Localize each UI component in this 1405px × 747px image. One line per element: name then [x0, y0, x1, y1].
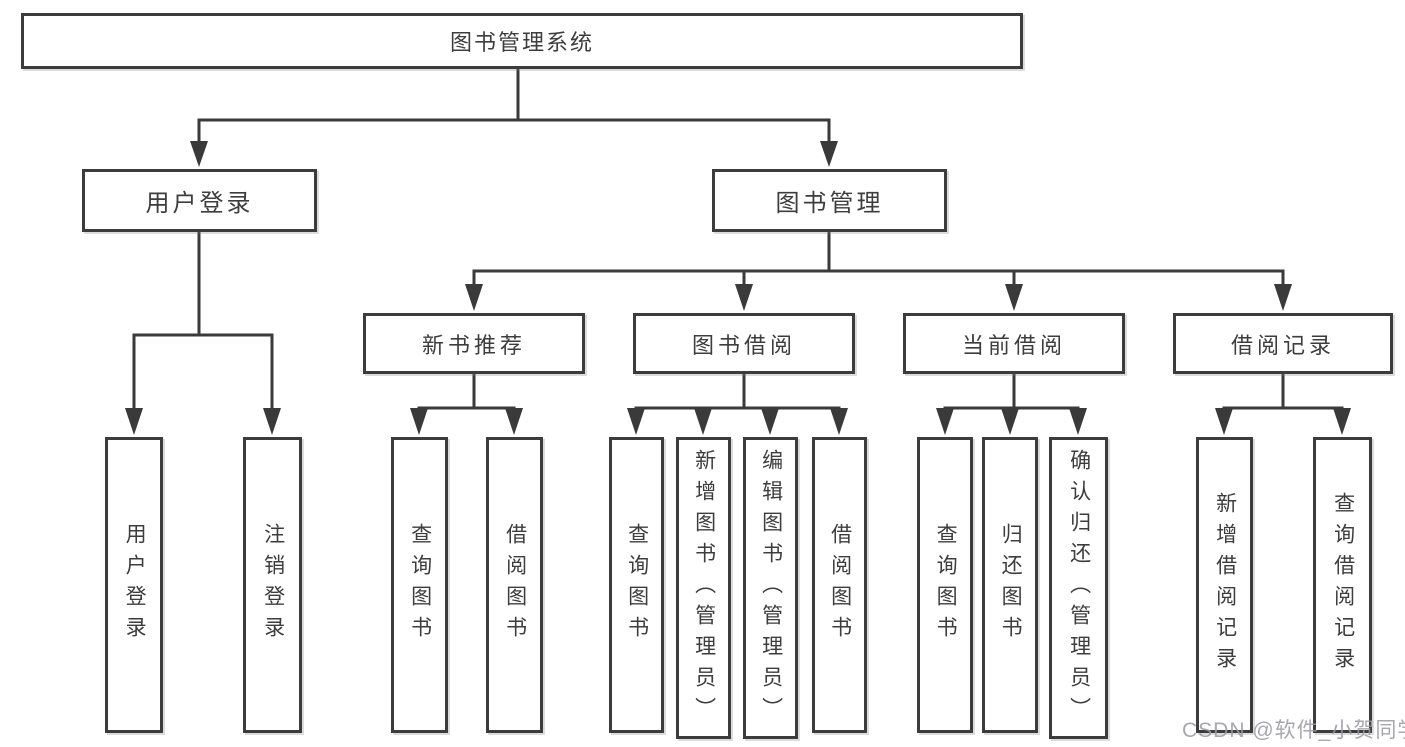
node-book-borrowing: 图书借阅 — [633, 313, 855, 374]
leaf-user-login: 用户登录 — [105, 437, 163, 733]
leaf-label: 确认归还（管理员） — [1067, 448, 1091, 728]
arrowhead-icons — [125, 141, 1351, 435]
node-label: 借阅记录 — [1230, 332, 1335, 358]
leaf-label: 查询借阅记录 — [1331, 492, 1355, 678]
node-new-book-recommend: 新书推荐 — [363, 313, 585, 374]
leaf-label: 查询图书 — [934, 523, 958, 647]
leaf-query-borrow-record: 查询借阅记录 — [1313, 437, 1372, 733]
node-borrowing-records: 借阅记录 — [1173, 313, 1393, 374]
node-label: 图书借阅 — [691, 332, 796, 358]
leaf-label: 编辑图书（管理员） — [759, 448, 783, 728]
node-library-management-system: 图书管理系统 — [21, 13, 1023, 69]
leaf-label: 查询图书 — [408, 523, 432, 647]
leaf-label: 新增图书（管理员） — [692, 448, 716, 728]
node-book-management: 图书管理 — [712, 169, 947, 232]
node-current-borrowing: 当前借阅 — [903, 313, 1125, 374]
leaf-query-books-current: 查询图书 — [917, 437, 973, 733]
leaf-label: 借阅图书 — [503, 523, 527, 647]
leaf-confirm-return-admin: 确认归还（管理员） — [1049, 437, 1108, 739]
leaf-borrow-books: 借阅图书 — [812, 437, 867, 733]
leaf-borrow-books-recommend: 借阅图书 — [486, 437, 543, 733]
node-label: 图书管理系统 — [449, 30, 594, 55]
node-label: 图书管理 — [775, 190, 884, 217]
leaf-edit-books-admin: 编辑图书（管理员） — [743, 437, 798, 739]
node-label: 用户登录 — [145, 190, 254, 217]
leaf-label: 归还图书 — [999, 523, 1023, 647]
leaf-add-books-admin: 新增图书（管理员） — [676, 437, 731, 739]
node-label: 当前借阅 — [961, 332, 1066, 358]
leaf-label: 用户登录 — [123, 523, 147, 647]
node-label: 新书推荐 — [421, 332, 526, 358]
leaf-add-borrow-record: 新增借阅记录 — [1196, 437, 1253, 733]
leaf-query-books-borrowing: 查询图书 — [609, 437, 664, 733]
leaf-label: 新增借阅记录 — [1213, 492, 1237, 678]
leaf-label: 查询图书 — [625, 523, 649, 647]
csdn-watermark: CSDN @软件_小贺同学 — [1182, 719, 1405, 742]
node-user-login: 用户登录 — [82, 169, 317, 232]
leaf-label: 借阅图书 — [828, 523, 852, 647]
leaf-label: 注销登录 — [261, 523, 285, 647]
leaf-return-books: 归还图书 — [982, 437, 1038, 733]
leaf-logout: 注销登录 — [243, 437, 302, 733]
leaf-query-books-recommend: 查询图书 — [391, 437, 448, 733]
